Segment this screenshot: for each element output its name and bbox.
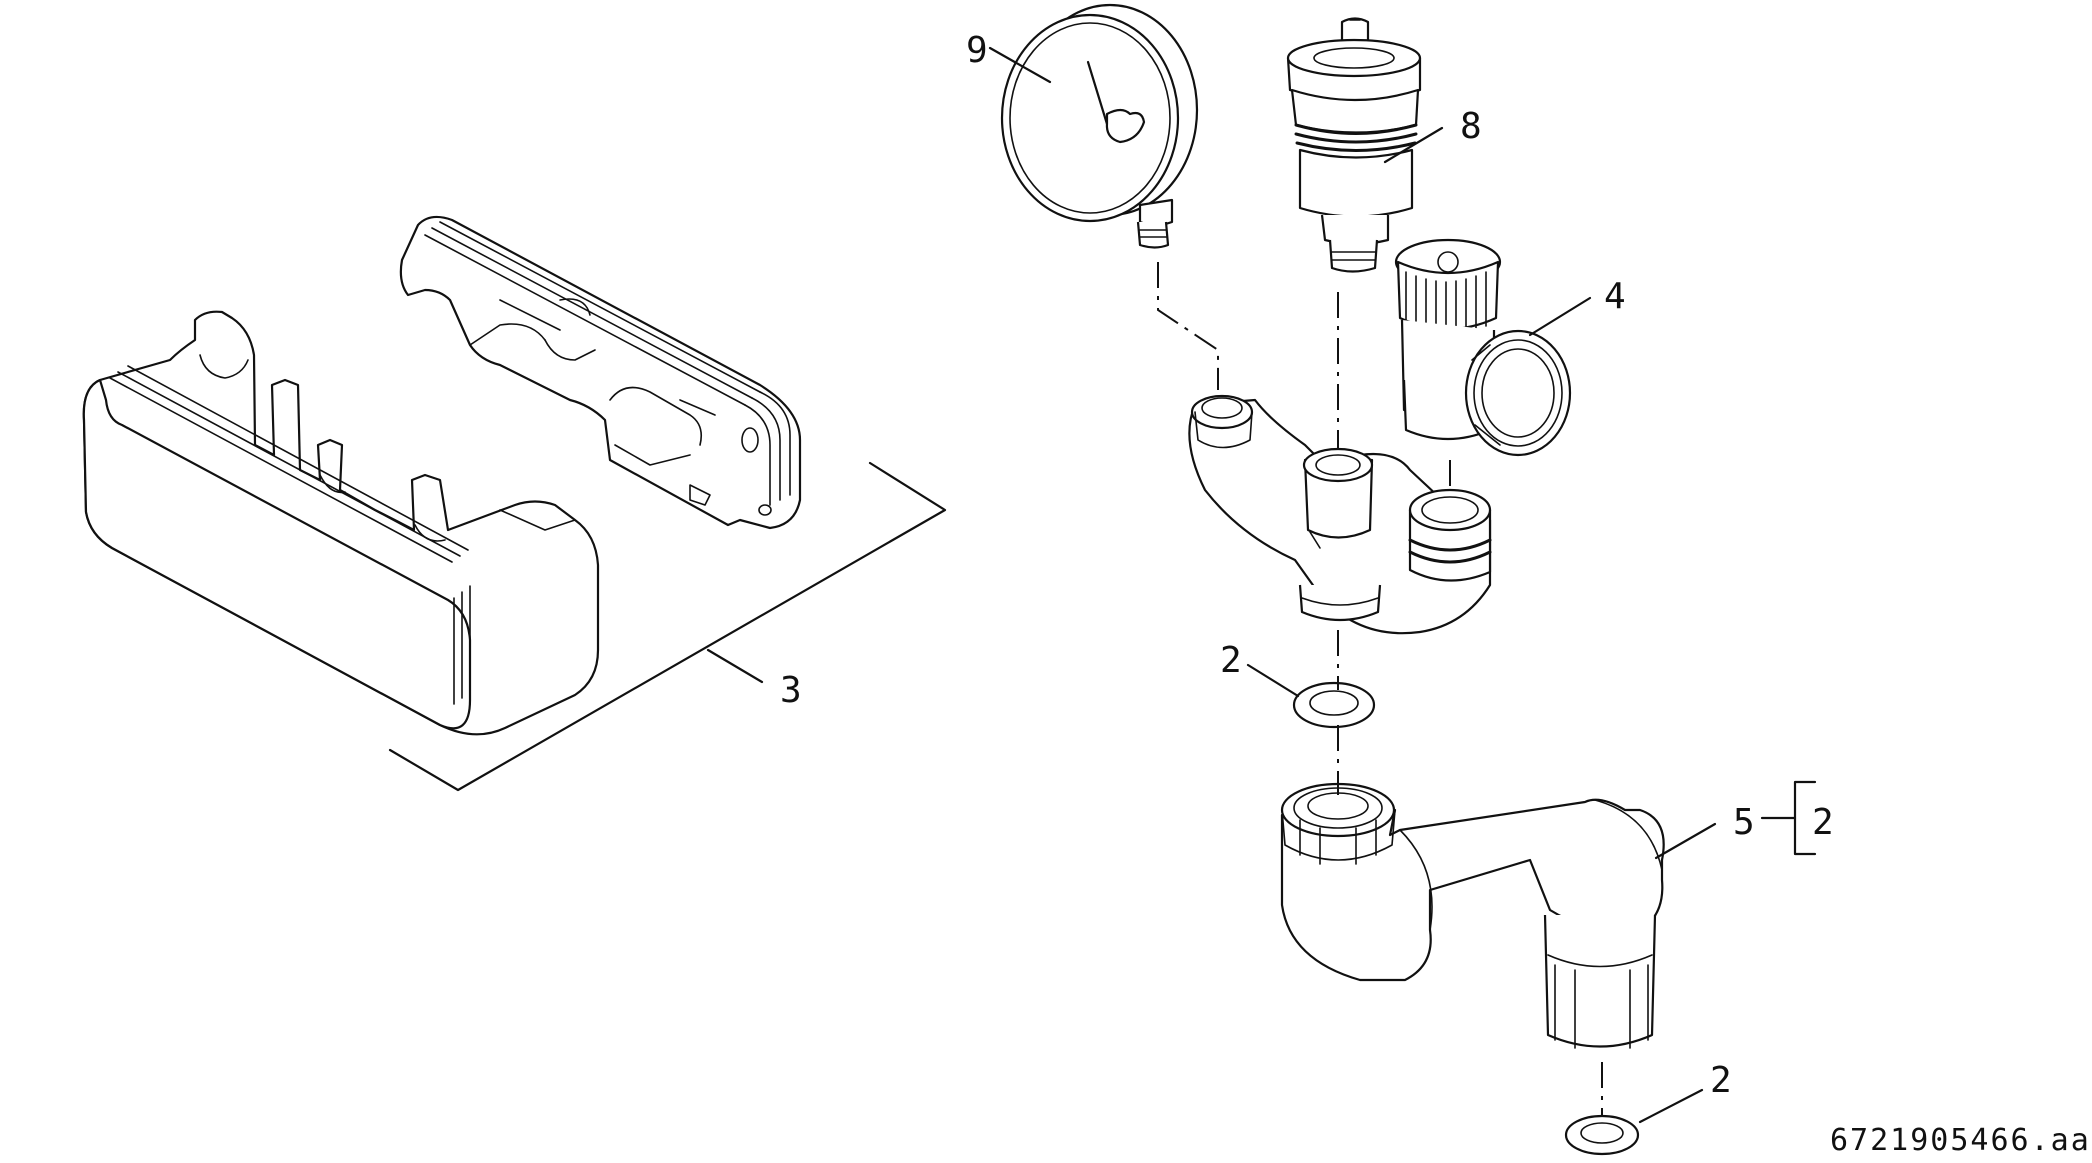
assembly-centerlines <box>1157 262 1603 1115</box>
callout-air-vent: 8 <box>1460 106 1482 147</box>
callout-seal-lower: 2 <box>1710 1060 1732 1101</box>
seal-upper <box>1292 681 1376 729</box>
safety-valve <box>1394 238 1572 457</box>
callout-seal-upper: 2 <box>1220 640 1242 681</box>
seal-lower <box>1564 1114 1640 1156</box>
callout-pipe-bend: 5 <box>1733 802 1755 843</box>
callout-insulation: 3 <box>780 670 802 711</box>
insulation-shell-rear <box>399 215 802 530</box>
callout-valve: 4 <box>1604 276 1626 317</box>
pressure-gauge <box>1000 3 1199 249</box>
callout-gauge: 9 <box>966 30 988 71</box>
pipe-bend <box>1280 782 1665 1049</box>
automatic-air-vent <box>1286 17 1422 273</box>
callout-pipe-bend-qty: 2 <box>1812 802 1834 843</box>
document-code: 6721905466.aa <box>1830 1123 2091 1158</box>
distributor-fitting <box>1188 394 1492 635</box>
insulation-shell-front <box>82 310 600 736</box>
leader-lines <box>988 46 1817 1124</box>
insulation-bracket <box>388 461 947 792</box>
